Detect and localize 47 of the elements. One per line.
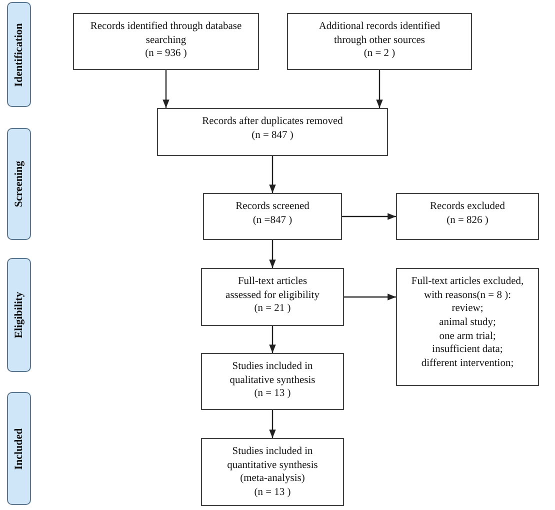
phase-band (7, 2, 31, 107)
box-text: Records after duplicates removed (202, 115, 343, 129)
box-text: Records identified through database searching (89, 20, 243, 48)
process-box (157, 108, 388, 156)
box-text: Additional records identified through other sources (318, 20, 442, 48)
box-text: insufficient data; (432, 343, 503, 357)
arrow (269, 240, 276, 268)
phase-band (7, 258, 31, 372)
arrow (269, 156, 276, 193)
arrow (344, 294, 396, 300)
box-text: Studies included in quantitative synthesis (meta-analysis) (226, 445, 319, 486)
box-text: (n = 13 ) (254, 387, 291, 401)
box-text: Studies included in qualitative synthesis (228, 360, 316, 388)
arrow (376, 70, 383, 108)
box-text: one arm trial; (439, 330, 496, 344)
phase-band (7, 392, 31, 505)
box-text: (n = 847 ) (252, 128, 294, 142)
process-box (203, 193, 342, 240)
box-text: (n = 826 ) (446, 214, 488, 228)
process-box (201, 353, 344, 410)
process-box (73, 13, 259, 70)
box-text: (n = 21 ) (254, 302, 291, 316)
arrow (162, 70, 170, 108)
phase-label: Eligibility (13, 292, 25, 338)
box-text: different intervention; (421, 356, 514, 370)
box-text: Full-text articles assessed for eligibility (224, 275, 320, 302)
box-text: animal study; (439, 316, 496, 330)
process-box (287, 13, 472, 70)
process-box (396, 268, 539, 386)
phase-label: Screening (13, 160, 25, 208)
box-text: (n = 2 ) (364, 47, 396, 61)
box-text: Records screened (236, 200, 310, 214)
box-text: Full-text articles excluded, with reasons(n = 8 ): (410, 275, 525, 302)
process-box (396, 193, 539, 240)
phase-label: Included (13, 428, 25, 470)
process-box (201, 268, 344, 326)
box-text: (n = 936 ) (145, 47, 187, 61)
phase-label: Identification (13, 22, 25, 86)
arrow (269, 410, 276, 438)
process-box (201, 438, 344, 506)
arrow (342, 213, 396, 220)
box-text: Records excluded (430, 200, 505, 214)
box-text: (n = 13 ) (254, 486, 291, 500)
arrow (269, 326, 276, 353)
box-text: (n =847 ) (252, 214, 292, 228)
box-text: review; (452, 302, 484, 316)
phase-band (7, 128, 31, 240)
